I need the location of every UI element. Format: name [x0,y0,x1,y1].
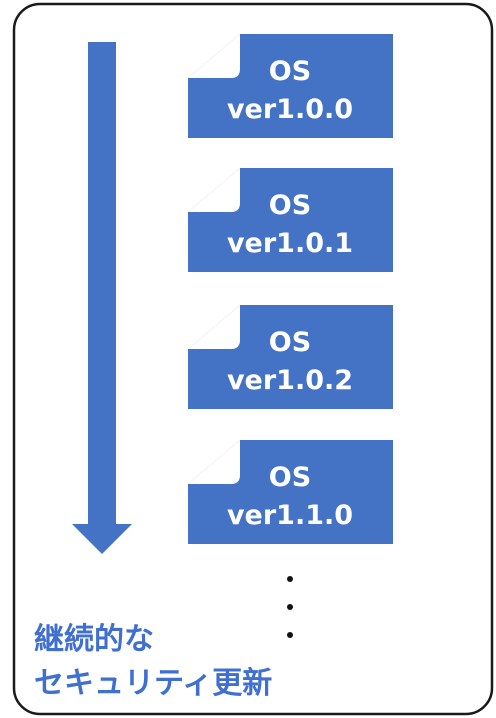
ellipsis-dot [287,632,293,638]
ellipsis-dot [287,604,293,610]
ellipsis-dot [287,576,293,582]
document-shape-1 [188,34,393,138]
down-arrow [72,42,132,554]
caption-line-1: 継続的な [34,622,154,657]
caption-line-2: セキュリティ更新 [34,666,273,701]
document-shape-2 [188,168,393,272]
document-fold-3 [188,305,240,349]
document-shape-4 [188,440,393,544]
document-fold-1 [188,34,240,78]
document-fold-4 [188,440,240,484]
document-shape-3 [188,305,393,409]
document-fold-2 [188,168,240,212]
outer-frame [12,2,494,716]
